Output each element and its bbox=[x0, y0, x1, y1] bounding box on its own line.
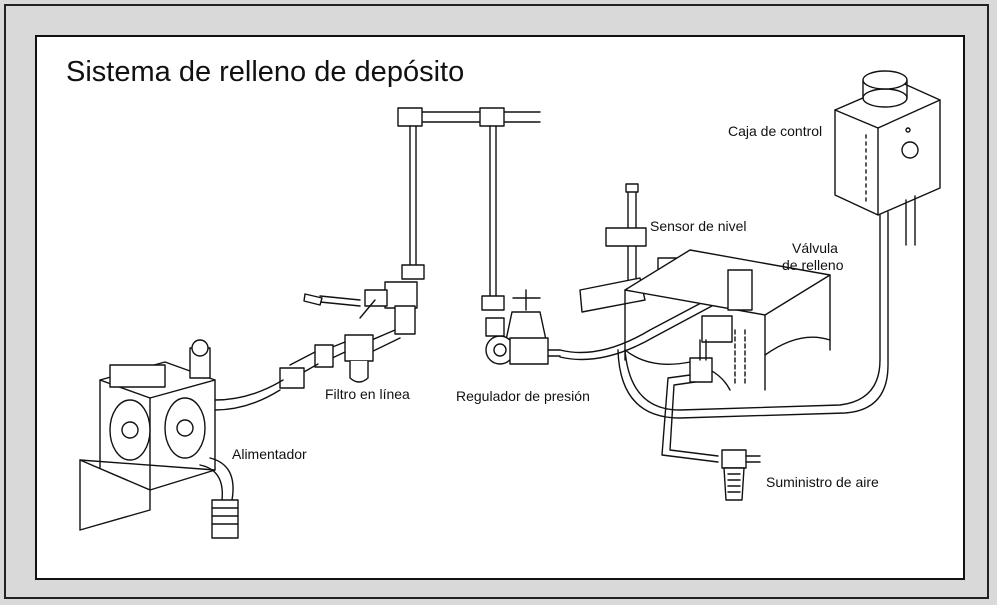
feeder-label: Alimentador bbox=[232, 446, 307, 462]
inline-filter bbox=[279, 329, 401, 389]
fill-valve-label-line1: Válvula bbox=[792, 240, 838, 256]
control-cable bbox=[617, 211, 889, 419]
pressure-regulator bbox=[485, 289, 561, 365]
air-supply-label: Suministro de aire bbox=[766, 474, 879, 490]
feeder-pump bbox=[79, 339, 216, 531]
air-supply-filter bbox=[721, 449, 761, 501]
shutoff-valve bbox=[303, 281, 418, 335]
inline-filter-label: Filtro en línea bbox=[325, 386, 410, 402]
fill-valve bbox=[689, 269, 753, 383]
control-box-label: Caja de control bbox=[728, 123, 823, 139]
fill-valve-label-line2: de relleno bbox=[782, 257, 844, 273]
control-box bbox=[834, 70, 941, 246]
feed-hose bbox=[214, 379, 284, 411]
overhead-pipes bbox=[397, 107, 541, 311]
level-sensor-label: Sensor de nivel bbox=[650, 218, 747, 234]
air-line bbox=[661, 374, 719, 463]
suction-hose bbox=[199, 457, 239, 539]
pressure-regulator-label: Regulador de presión bbox=[456, 388, 590, 404]
page-title: Sistema de relleno de depósito bbox=[66, 56, 465, 88]
regulator-hose bbox=[559, 284, 739, 361]
